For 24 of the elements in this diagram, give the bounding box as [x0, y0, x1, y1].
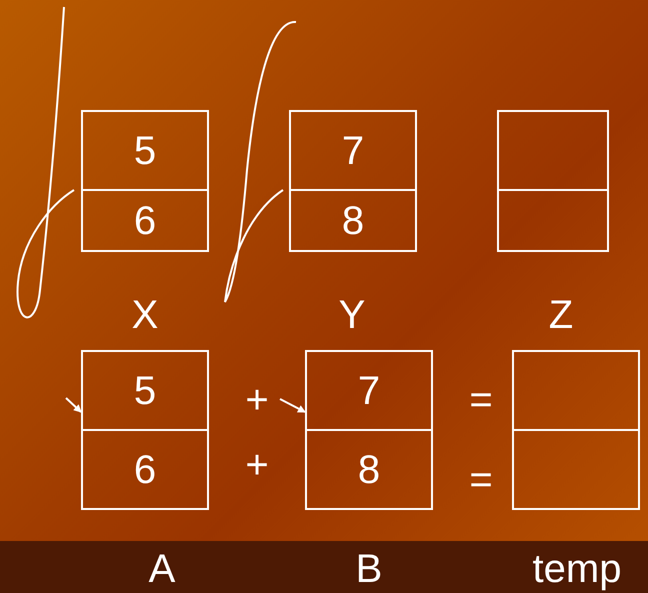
arrow — [280, 398, 306, 413]
empty-cell — [512, 429, 640, 510]
variable-label: B — [356, 549, 382, 589]
variable-label: Z — [548, 295, 574, 335]
variable-label: + — [245, 380, 269, 420]
value-cell: 6 — [81, 429, 209, 510]
variable-label: + — [245, 445, 269, 485]
variable-label: A — [148, 549, 176, 589]
variable-label: = — [469, 460, 493, 500]
value-cell: 6 — [81, 189, 209, 252]
variable-label: temp — [532, 549, 622, 589]
value-cell: 5 — [81, 350, 209, 431]
value-cell: 5 — [81, 110, 209, 191]
value-cell: 8 — [289, 189, 417, 252]
arrow — [65, 397, 82, 413]
value-cell: 7 — [305, 350, 433, 431]
empty-cell — [512, 350, 640, 431]
empty-cell — [497, 110, 609, 191]
value-cell: 8 — [305, 429, 433, 510]
variable-label: X — [132, 295, 158, 335]
variable-label: Y — [338, 295, 366, 335]
empty-cell — [497, 189, 609, 252]
value-cell: 7 — [289, 110, 417, 191]
variable-label: = — [469, 380, 493, 420]
